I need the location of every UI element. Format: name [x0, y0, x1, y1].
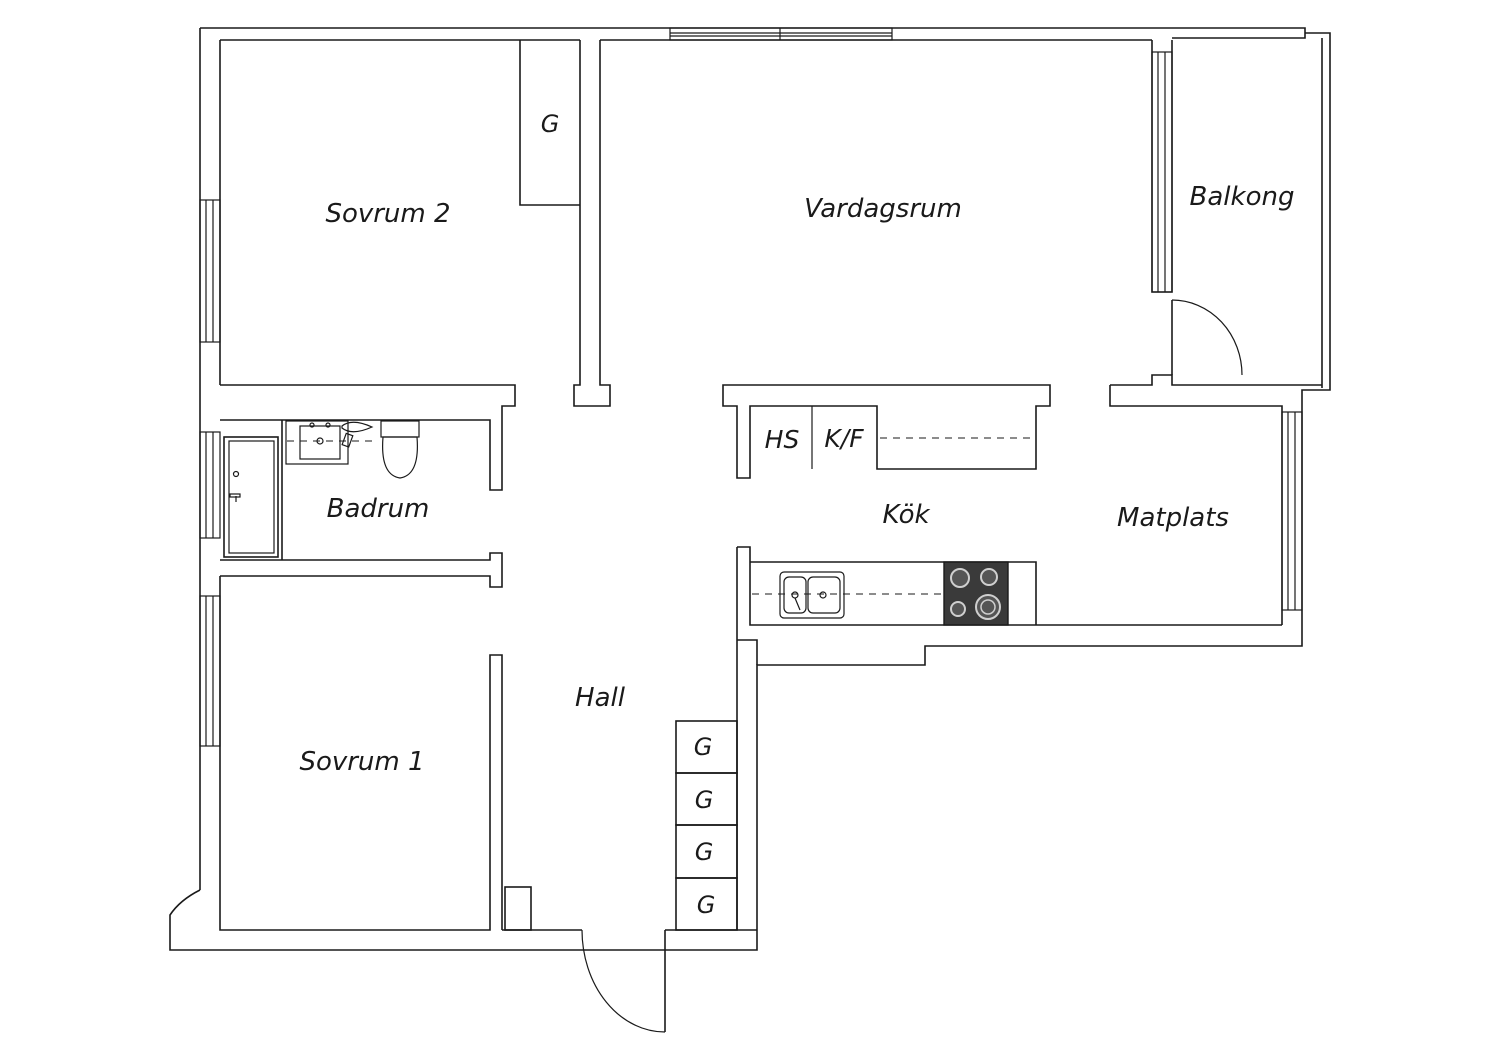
room-label-hall: Hall [575, 683, 626, 713]
room-label-vardagsrum: Vardagsrum [804, 194, 962, 224]
bathroom-fixtures [223, 420, 420, 560]
closet-label-sovrum-2: G [541, 110, 560, 138]
bathtub-icon [223, 436, 279, 558]
closet-label-hall-2: G [695, 786, 714, 814]
washbasin-icon [285, 420, 349, 465]
doors [581, 299, 1243, 1033]
room-label-matplats: Matplats [1117, 503, 1229, 533]
toilet-icon [380, 420, 420, 479]
room-label-sovrum-2: Sovrum 2 [325, 199, 450, 229]
closet-label-hall-1: G [694, 733, 713, 761]
closet-label-hall-3: G [695, 838, 714, 866]
kitchen-fixtures [752, 406, 1034, 626]
labels: Sovrum 2 Vardagsrum Balkong Badrum Kök M… [299, 110, 1294, 919]
outer-walls [169, 27, 1331, 951]
stove-icon [943, 561, 1009, 626]
windows [199, 27, 1303, 747]
room-label-balkong: Balkong [1190, 182, 1295, 212]
bidet-shower-icon [341, 421, 374, 448]
room-label-kok: Kök [882, 500, 930, 530]
closet-label-hall-4: G [697, 891, 716, 919]
hall-closets [675, 720, 738, 931]
interior-walls [219, 40, 1322, 931]
room-label-sovrum-1: Sovrum 1 [299, 747, 424, 777]
sink-icon [779, 571, 845, 619]
kitchen-label-hs: HS [765, 425, 800, 454]
room-label-badrum: Badrum [327, 494, 430, 524]
kitchen-label-kf: K/F [824, 424, 864, 453]
